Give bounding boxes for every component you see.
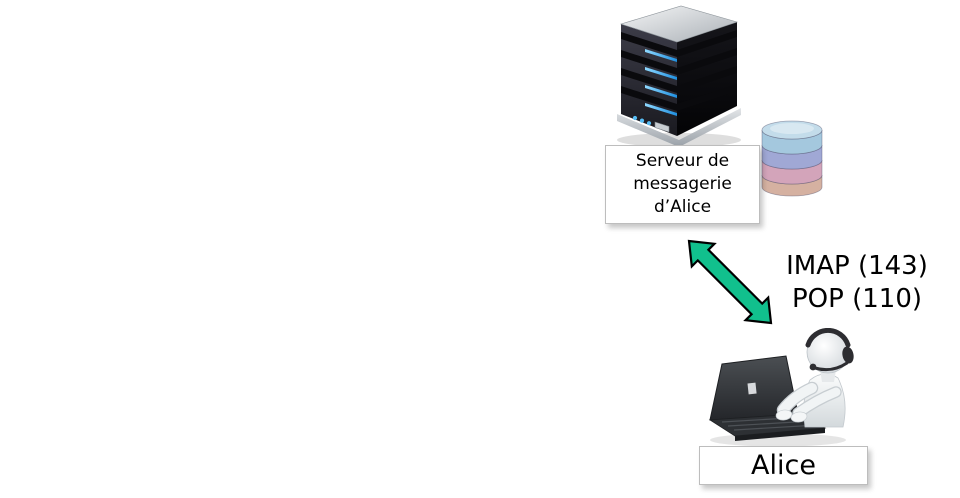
database-icon [761,120,823,197]
client-label: Alice [699,446,868,485]
headset-icon [805,328,851,348]
server-label-line: Serveur de [635,151,730,171]
server-icon [617,5,741,147]
protocol-imap: IMAP (143) [786,251,928,281]
person-laptop-icon [708,328,854,447]
server-label-line: d’Alice [653,197,712,217]
protocol-pop: POP (110) [792,284,922,314]
server-label: Serveur de messagerie d’Alice [605,145,760,224]
protocol-label: IMAP (143) POP (110) [763,250,951,316]
double-arrow-icon [687,239,773,325]
client-label-text: Alice [751,450,816,481]
server-label-line: messagerie [633,174,732,194]
